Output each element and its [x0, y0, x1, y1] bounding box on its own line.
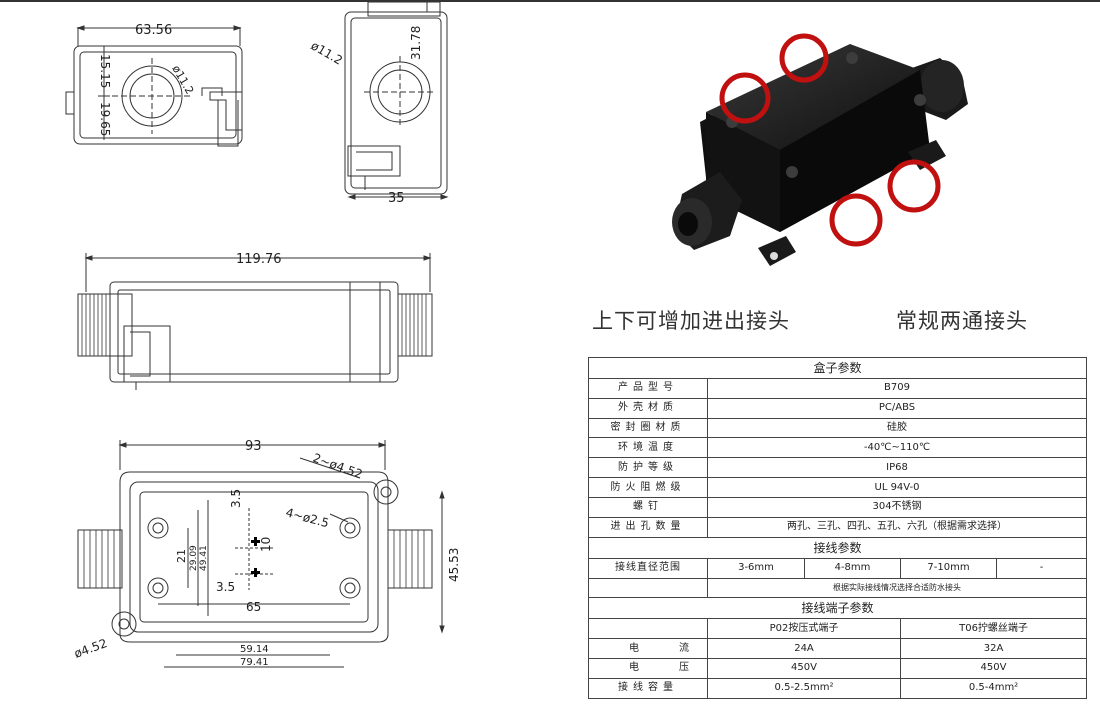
spec-label: 防护等级 [588, 457, 708, 479]
range-value: - [995, 557, 1088, 579]
dim-bottom-65: 65 [246, 600, 261, 614]
dim-bottom-10: 10 [259, 537, 273, 552]
dim-bottom-4941: 49.41 [199, 545, 209, 571]
terminal-value: 0.5-4mm² [899, 677, 1088, 700]
spec-label: 产品型号 [588, 377, 708, 399]
dim-long-length: 119.76 [236, 252, 282, 267]
wiring-note: 根据实际接线情况选择合适防水接头 [706, 577, 1088, 599]
terminal-type: P02按压式端子 [707, 618, 901, 640]
side-view [344, 1, 449, 200]
hole-markers [719, 33, 941, 247]
dim-bottom-corner-dia: ø4.52 [72, 636, 109, 661]
wiring-params-title: 接线参数 [587, 536, 1088, 559]
right-gland [912, 58, 968, 120]
dim-side-height: 31.78 [409, 26, 423, 60]
front-view [65, 25, 243, 147]
dim-bottom-width: 93 [245, 439, 262, 454]
spec-label: 密封圈材质 [588, 417, 708, 439]
terminal-value: 450V [899, 658, 1088, 679]
technical-drawings: 63.56 ø11.2 15.15 19.65 ø11.2 31.78 35 1… [65, 1, 461, 668]
spec-label: 电流 [588, 638, 708, 660]
spec-value: PC/ABS [706, 397, 1088, 419]
dim-side-dia: ø11.2 [309, 38, 345, 67]
spec-value: 两孔、三孔、四孔、五孔、六孔（根据需求选择） [706, 516, 1088, 538]
dim-bottom-35-top: 3.5 [229, 489, 243, 508]
left-gland [672, 172, 742, 250]
terminal-type: T06拧螺丝端子 [899, 618, 1088, 640]
spec-label: 进出孔数量 [588, 516, 708, 538]
terminal-value: 24A [707, 638, 901, 660]
dim-bottom-35-left: 3.5 [216, 580, 235, 594]
product-image [672, 33, 968, 266]
terminal-value: 450V [707, 658, 901, 679]
caption-standard-connectors: 常规两通接头 [896, 309, 1028, 333]
dim-front-h2: 19.65 [98, 102, 112, 136]
caption-add-connectors: 上下可增加进出接头 [592, 309, 790, 333]
box-params-title: 盒子参数 [587, 357, 1088, 379]
range-value: 4-8mm [804, 557, 901, 579]
spec-value: UL 94V-0 [706, 477, 1088, 499]
spec-value: B709 [706, 377, 1088, 399]
dim-bottom-height: 45.53 [447, 548, 461, 582]
dim-front-width: 63.56 [135, 23, 172, 38]
dim-bottom-mount-holes: 2~ø4.52 [311, 451, 364, 482]
spec-value: IP68 [706, 457, 1088, 479]
dim-bottom-21: 21 [175, 549, 188, 563]
terminal-params-title: 接线端子参数 [587, 597, 1088, 620]
dim-side-depth: 35 [388, 191, 405, 206]
dim-front-h1: 15.15 [98, 54, 112, 88]
dim-bottom-2909: 29.09 [189, 545, 199, 571]
spec-label: 接线直径范围 [588, 557, 708, 579]
bottom-view [77, 440, 445, 668]
spec-value: 硅胶 [706, 417, 1088, 439]
spec-label: 外壳材质 [588, 397, 708, 419]
spec-value: 304不锈钢 [706, 497, 1088, 518]
range-value: 7-10mm [900, 557, 997, 579]
dim-bottom-5914: 59.14 [240, 644, 269, 655]
spec-label: 环境温度 [588, 437, 708, 459]
dim-bottom-7941: 79.41 [240, 657, 269, 668]
spec-label: 螺钉 [588, 497, 708, 518]
long-view [77, 253, 433, 390]
terminal-value: 32A [899, 638, 1088, 660]
spec-value: -40℃~110℃ [706, 437, 1088, 459]
spec-label: 电压 [588, 658, 708, 679]
spec-label: 接线容量 [588, 677, 708, 700]
top-border [0, 0, 1100, 2]
blank-cell [588, 577, 708, 599]
terminal-value: 0.5-2.5mm² [707, 677, 901, 700]
spec-label: 防火阻燃级 [588, 477, 708, 499]
range-value: 3-6mm [707, 557, 805, 579]
blank-cell [588, 618, 708, 640]
dim-bottom-inner-holes: 4~ø2.5 [284, 505, 330, 530]
